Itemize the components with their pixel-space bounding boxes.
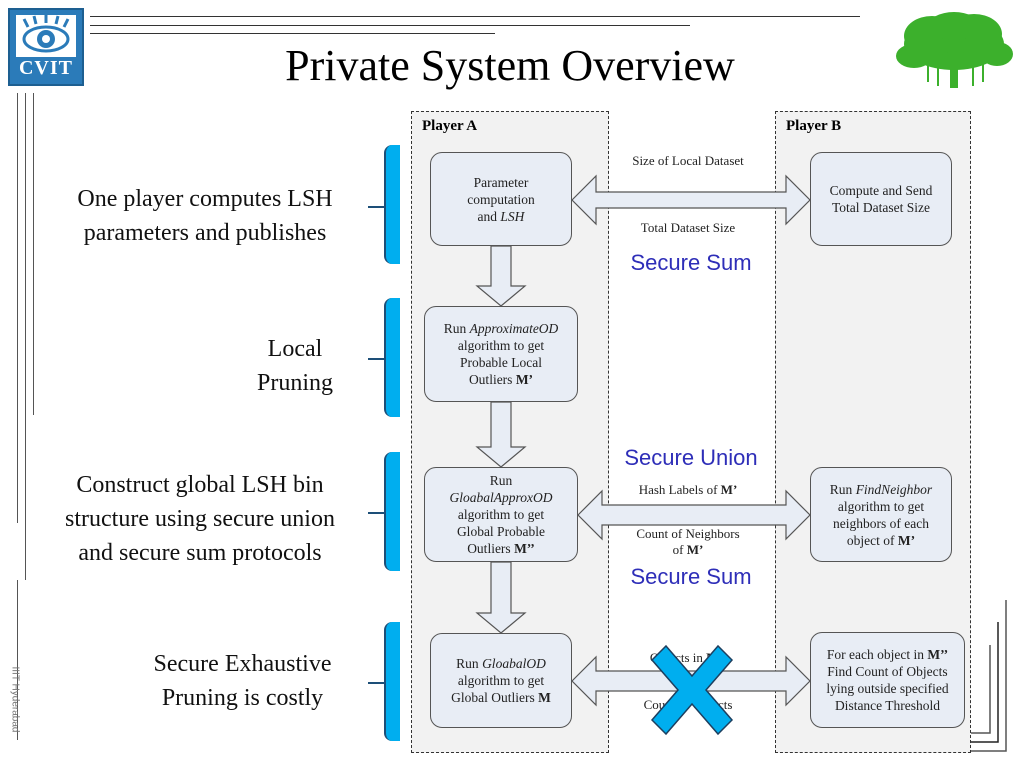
footer-institution: IIIT Hyderabad [9,666,21,733]
title-rule [90,16,860,17]
down-arrow-3 [475,561,527,634]
side-rule [17,93,18,523]
left-label-exhaustive: Secure Exhaustive Pruning is costly [153,651,332,711]
protocol-secure-sum-1: Secure Sum [630,250,752,275]
player-b-title: Player B [786,118,842,134]
left-label-global-lsh: Construct global LSH bin structure using… [65,472,335,566]
player-a-title: Player A [422,118,478,134]
brace-1 [384,145,400,264]
left-label-lsh: One player computes LSH parameters and p… [77,186,333,246]
protocol-secure-union: Secure Union [624,445,758,470]
logo-text: CVIT [18,57,73,79]
left-label-local-pruning: Local Pruning [256,336,333,396]
down-arrow-2 [475,401,527,468]
brace-4 [384,622,400,741]
brace-2 [384,298,400,417]
brace-3 [384,452,400,571]
page-title: Private System Overview [285,41,735,90]
node-count-objects: For each object in M’’Find Count of Obje… [810,632,965,728]
msg-total-dataset-size: Total Dataset Size [640,220,736,235]
side-rule [17,580,18,740]
down-arrow-1 [475,245,527,307]
brace-tick [368,358,384,360]
side-rule [33,93,34,415]
brace-tick [368,682,384,684]
brace-tick [368,512,384,514]
side-rule [25,93,26,580]
cvit-logo: CVIT [8,8,84,86]
tree-logo [896,12,1013,88]
brace-tick [368,206,384,208]
title-rule [90,25,690,26]
eye-icon [16,15,76,57]
title-rule [90,33,495,34]
protocol-secure-sum-2: Secure Sum [630,564,752,589]
msg-hash-labels: Hash Labels of M’ [638,482,738,497]
msg-size-local-dataset: Size of Local Dataset [632,153,744,168]
